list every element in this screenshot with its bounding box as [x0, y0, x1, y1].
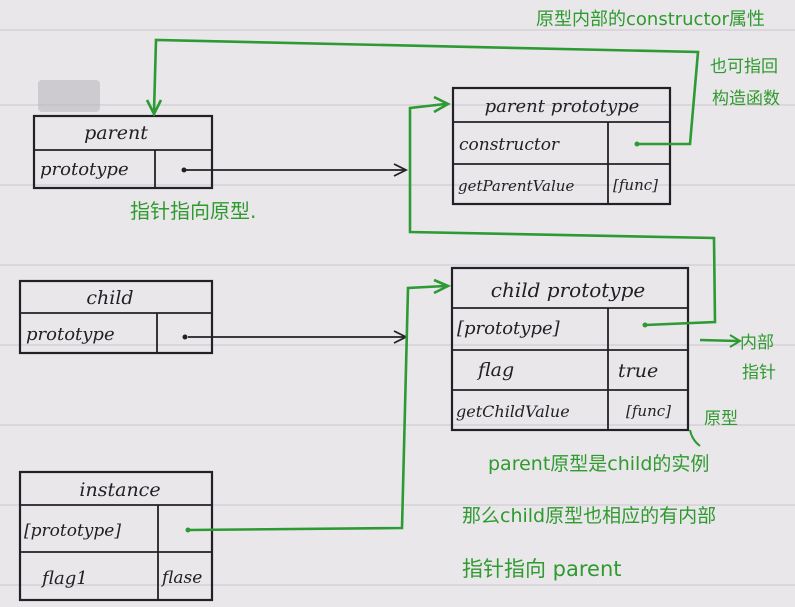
child-prototype-internal-label: [prototype] — [457, 318, 561, 339]
get-parent-value-func: [func] — [613, 176, 658, 194]
note-child-prototype-internal: 那么child原型也相应的有内部 — [462, 505, 716, 527]
instance-prototype-label: [prototype] — [24, 521, 121, 541]
note-internal-1: 内部 — [740, 333, 774, 353]
flag-value: true — [618, 360, 658, 382]
note-internal-2: 指针 — [742, 363, 776, 383]
child-title: child — [86, 287, 133, 309]
instance-flag-label: flag1 — [40, 568, 88, 589]
instance-title: instance — [79, 479, 160, 501]
note-constructor-property: 原型内部的constructor属性 — [536, 9, 765, 30]
get-child-value-label: getChildValue — [456, 402, 570, 421]
get-child-value-func: [func] — [626, 402, 671, 420]
constructor-label: constructor — [459, 135, 560, 155]
get-parent-value-label: getParentValue — [458, 177, 574, 195]
child-box: child prototype — [18, 279, 214, 355]
parent-prototype-pointer-dot — [181, 167, 187, 173]
black-arrows — [186, 163, 409, 344]
note-can-point-back-1: 也可指回 — [710, 57, 778, 77]
child-prototype-box: child prototype [prototype] flag true ge… — [450, 266, 690, 432]
blurred-smudge — [38, 80, 100, 112]
note-prototype: 原型 — [704, 409, 738, 429]
note-parent-prototype-is-child-instance: parent原型是child的实例 — [488, 453, 709, 475]
parent-prototype-box: parent prototype constructor getParentVa… — [451, 86, 672, 206]
child-prototype-pointer-dot — [182, 334, 188, 340]
annotations: 原型内部的constructor属性 也可指回 构造函数 指针指向原型. 内部 … — [130, 9, 780, 581]
child-prototype-label: prototype — [26, 324, 115, 345]
child-prototype-title: child prototype — [491, 278, 646, 302]
instance-box: instance [prototype] flag1 flase — [18, 470, 214, 602]
parent-prototype-title: parent prototype — [485, 96, 640, 117]
instance-flag-value: flase — [160, 568, 202, 588]
note-pointer-to-prototype: 指针指向原型. — [130, 199, 256, 223]
parent-prototype-label: prototype — [40, 159, 129, 180]
parent-box: parent prototype — [32, 114, 214, 190]
note-pointer-to-parent: 指针指向 parent — [462, 557, 622, 581]
green-arrows — [145, 38, 742, 532]
note-can-point-back-2: 构造函数 — [712, 89, 780, 109]
parent-title: parent — [84, 122, 148, 144]
flag-label: flag — [476, 359, 514, 381]
